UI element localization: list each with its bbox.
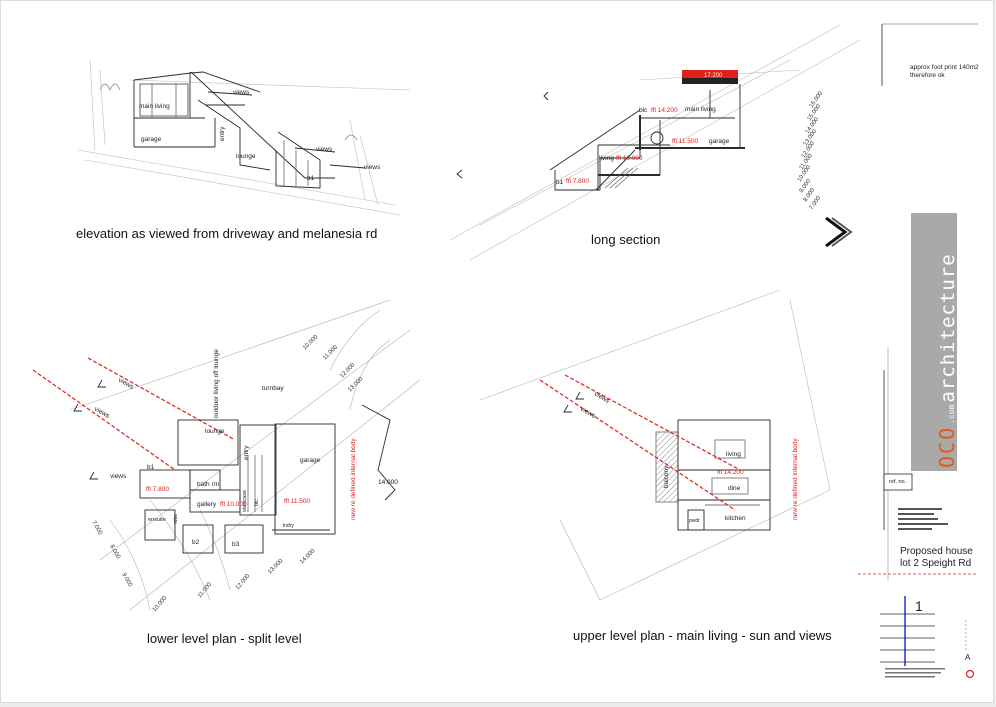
caption-long-section: long section bbox=[591, 232, 661, 247]
elev-label-main-living: main living bbox=[139, 103, 170, 110]
caption-lower-plan: lower level plan - split level bbox=[147, 631, 302, 646]
upper-red-note: new re defined internal body bbox=[792, 438, 799, 520]
lower-label-lndry: lndry bbox=[283, 523, 294, 529]
caption-elevation: elevation as viewed from driveway and me… bbox=[76, 226, 378, 241]
footprint-note-line2: therefore ok bbox=[910, 72, 945, 79]
contour-label: 12.000 bbox=[339, 362, 357, 380]
footprint-note: approx foot print 140m2 therefore ok bbox=[910, 64, 980, 80]
titleblock-smallprint bbox=[885, 508, 948, 678]
lower-label-gallery: gallery bbox=[197, 501, 217, 508]
revision-letter: A bbox=[965, 653, 971, 662]
brand-oco: OCO bbox=[935, 425, 959, 468]
contour-label: 9.000 bbox=[120, 572, 133, 589]
elev-label-entry: entry bbox=[219, 126, 226, 141]
sect-level-top: 17.200 bbox=[704, 73, 723, 79]
titleblock-lines bbox=[858, 23, 978, 679]
lower-ffl-garage: ffl 11.500 bbox=[284, 498, 311, 505]
elev-label-b1: b1 bbox=[307, 175, 315, 182]
upper-label-pwdr: pwdr bbox=[689, 518, 700, 524]
lower-label-b2: b2 bbox=[192, 539, 200, 546]
lower-contour-14: 14.000 bbox=[378, 479, 398, 486]
lower-label-views-a: views bbox=[117, 377, 135, 392]
upper-plan-drawing bbox=[479, 289, 831, 601]
lower-red-note: new re defined internal body bbox=[350, 438, 357, 520]
elevation-drawing bbox=[77, 59, 411, 216]
upper-label-living: living bbox=[726, 451, 741, 458]
lower-label-robe: robe bbox=[173, 514, 179, 524]
project-title-line1: Proposed house bbox=[900, 546, 973, 557]
upper-label-dine: dine bbox=[728, 485, 741, 492]
brand-logo: OCO.comarchitecture bbox=[935, 253, 959, 468]
section-labels: 17.200 blc ffl 14.200 main living ffl 11… bbox=[556, 73, 730, 186]
lower-label-lounge: lounge bbox=[205, 428, 225, 435]
lower-plan-drawing bbox=[32, 299, 421, 611]
contour-label: 11.000 bbox=[197, 581, 214, 599]
sect-ffl-b1: ffl 7.800 bbox=[566, 178, 589, 185]
ref-no-label: ref. no. bbox=[889, 479, 907, 485]
upper-plan-labels: views views balcony living ffl 14.200 di… bbox=[579, 391, 799, 524]
lower-contours: 10.000 11.000 12.000 13.000 7.000 8.000 … bbox=[90, 334, 365, 614]
contour-label: 13.000 bbox=[347, 376, 365, 394]
elev-label-views: views bbox=[233, 89, 250, 96]
contour-label: 13.000 bbox=[267, 558, 285, 576]
sheet-number: 1 bbox=[915, 598, 923, 614]
sect-label-main-living: main living bbox=[685, 106, 716, 113]
brand-com: .com bbox=[947, 404, 956, 424]
contour-label: 12.000 bbox=[235, 573, 252, 591]
sect-ffl-garage: ffl 11.500 bbox=[672, 138, 699, 145]
lower-label-ensuite: ensuite bbox=[148, 517, 166, 523]
lower-label-bathrm: bath rm bbox=[197, 481, 219, 488]
contour-label: 7.000 bbox=[90, 520, 103, 537]
upper-label-kitchen: kitchen bbox=[725, 515, 746, 522]
elev-label-lounge: lounge bbox=[236, 153, 256, 160]
sect-ffl-main: ffl 14.200 bbox=[651, 107, 678, 114]
section-contours: 16.000 15.000 14.000 13.000 12.000 11.00… bbox=[797, 90, 825, 211]
sect-ffl-living: ffl 10.000 bbox=[616, 155, 643, 162]
lower-label-entry: entry bbox=[243, 445, 250, 460]
lower-label-turnbay: turnbay bbox=[262, 385, 284, 392]
lower-label-views-c: views bbox=[110, 473, 127, 480]
lower-label-b3: b3 bbox=[232, 541, 240, 548]
sect-label-living: living bbox=[599, 155, 614, 162]
elev-label-garage: garage bbox=[141, 136, 162, 143]
sect-label-b1: b1 bbox=[556, 179, 564, 186]
footprint-note-line1: approx foot print 140m2 bbox=[910, 64, 979, 71]
contour-label: 10.000 bbox=[152, 595, 169, 613]
sect-label-blc: blc bbox=[639, 107, 648, 114]
elevation-labels: views main living garage entry lounge vi… bbox=[139, 89, 381, 182]
upper-label-views-b: views bbox=[579, 406, 597, 421]
elev-label-views-mid: views bbox=[316, 146, 333, 153]
upper-label-views-a: views bbox=[593, 391, 611, 406]
lower-label-staircase: staircase bbox=[242, 490, 248, 512]
brand-architecture: architecture bbox=[937, 253, 959, 403]
project-title-line2: lot 2 Speight Rd bbox=[900, 558, 972, 569]
upper-label-balcony: balcony bbox=[663, 465, 670, 488]
elev-label-views-low: views bbox=[364, 164, 381, 171]
contour-label: 10.000 bbox=[302, 334, 320, 352]
lower-label-garage: garage bbox=[300, 457, 321, 464]
upper-ffl-living: ffl 14.200 bbox=[717, 469, 744, 476]
lower-ffl-b1: ffl 7.800 bbox=[146, 486, 169, 493]
project-title: Proposed house lot 2 Speight Rd bbox=[900, 546, 973, 570]
lower-label-outdoor: outdoor living off lounge bbox=[213, 349, 220, 418]
lower-label-blc: blc bbox=[254, 499, 260, 506]
contour-label: 14.000 bbox=[299, 548, 317, 566]
section-drawing bbox=[449, 24, 861, 261]
contour-label: 11.000 bbox=[322, 344, 339, 361]
lower-ffl-gallery: ffl 10.000 bbox=[220, 501, 247, 508]
caption-upper-plan: upper level plan - main living - sun and… bbox=[573, 628, 832, 643]
lower-label-b1: b1 bbox=[147, 464, 155, 471]
sect-label-garage: garage bbox=[709, 138, 730, 145]
brand-panel bbox=[911, 213, 957, 471]
